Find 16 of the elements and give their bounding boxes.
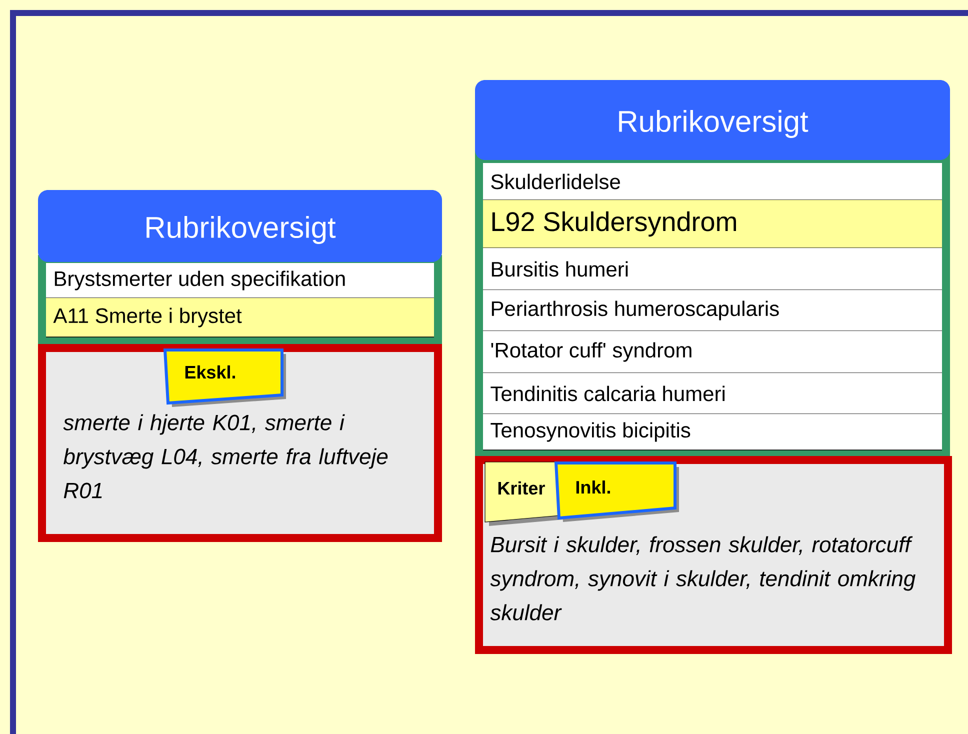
node-label: 'Rotator cuff' syndrom [491,342,692,362]
header-box: Rubrikoversigt [475,80,950,160]
node-label: Tenosynovitis bicipitis [490,422,690,442]
node-label: Tendinitis calcaria humeri [490,386,724,402]
table-row: Brystsmerter uden specifikation [46,263,434,298]
table-row: Tendinitis calcaria humeri [482,373,942,414]
table-row: Periarthrosis humeroscapularis [482,290,942,332]
table-row: Tenosynovitis bicipitis [482,414,942,450]
node-label: Periarthrosis humeroscapularis [492,300,779,320]
table-row: L92 Skuldersyndrom [482,200,942,248]
table-row: 'Rotator cuff' syndrom [482,331,942,374]
node-label: Bursitis humeri [492,261,628,277]
header-box: Rubrikoversigt [38,190,442,262]
table-row: A11 Smerte i brystet [46,298,434,338]
table-row: Skulderlidelse [482,163,942,200]
table-row: Bursitis humeri [482,248,942,290]
